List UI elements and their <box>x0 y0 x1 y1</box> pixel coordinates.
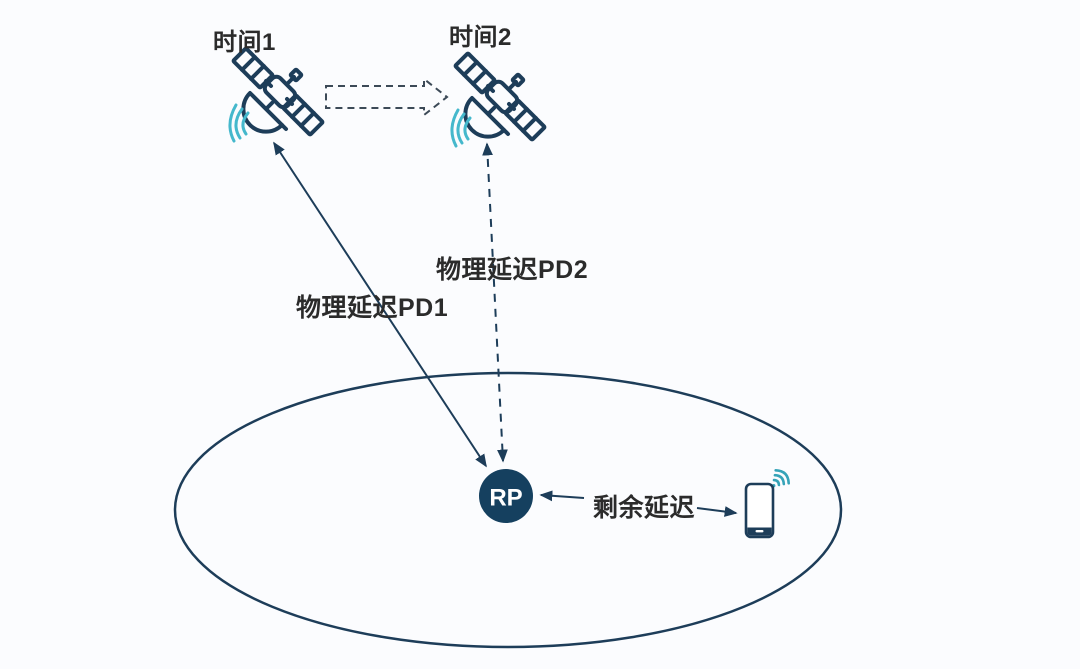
satellite-icon <box>227 46 325 143</box>
residual-arrow-to-rp <box>539 490 585 502</box>
rp-node: RP <box>479 469 533 523</box>
dashed-block-arrow-right-icon <box>325 76 449 118</box>
pd2-label: 物理延迟PD2 <box>436 256 589 284</box>
residual-delay-label: 剩余延迟 <box>593 494 696 522</box>
time2-label: 时间2 <box>449 24 512 51</box>
time1-label: 时间1 <box>213 29 276 56</box>
coverage-ellipse <box>173 371 843 649</box>
smartphone-icon <box>744 469 790 539</box>
pd1-label: 物理延迟PD1 <box>296 294 449 322</box>
pd2-link-line <box>482 142 508 463</box>
wifi-signal-icon <box>772 469 790 488</box>
rp-label: RP <box>489 485 522 512</box>
satellite-icon <box>449 51 547 148</box>
residual-arrow-to-phone <box>696 506 738 517</box>
pd1-link-line <box>273 141 487 468</box>
